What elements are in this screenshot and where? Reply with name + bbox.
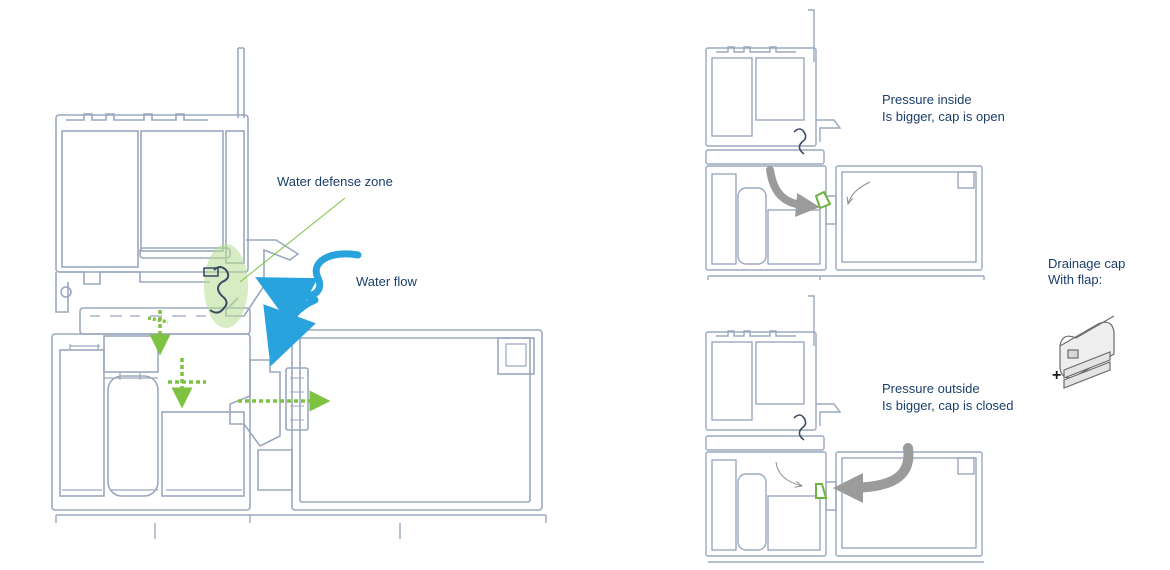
- bead-top-1: [808, 9, 815, 62]
- water-defense-zone-label: Water defense zone: [277, 174, 393, 189]
- pressure-outside-label-line1: Pressure outside: [882, 381, 980, 396]
- pressure-inside-label-line2: Is bigger, cap is open: [882, 109, 1005, 124]
- frame-chamber-4: [103, 335, 159, 373]
- sash-chamber-left: [61, 130, 139, 268]
- pressure-inside-small-arrow: [848, 181, 871, 204]
- frame-outline: [51, 333, 251, 511]
- glazing-bead: [237, 47, 245, 118]
- sill-extension: [291, 329, 543, 511]
- pressure-outside-label-line2: Is bigger, cap is closed: [882, 398, 1014, 413]
- pressure-inside-label-line1: Pressure inside: [882, 92, 972, 107]
- sash-chamber-right: [225, 130, 245, 264]
- sash-top-teeth: [66, 113, 208, 121]
- sash-left-lip: [55, 272, 69, 313]
- pressure-outside-small-arrow: [775, 461, 802, 486]
- glazing-chamber: [140, 130, 224, 252]
- pressure-outside-big-arrow: [833, 443, 914, 503]
- water-defense-zone-highlight: [204, 244, 248, 328]
- frame-chamber-3: [161, 411, 245, 497]
- section-pressure-inside: [705, 9, 985, 280]
- sash-bottom-line: [60, 271, 210, 285]
- pressure-inside-big-arrow: [766, 166, 820, 217]
- drainage-path-arrows: [147, 310, 331, 412]
- drainage-cap-label-line2: With flap:: [1048, 272, 1103, 287]
- flap-closed: [815, 483, 828, 499]
- coupling-piece: [229, 359, 281, 448]
- main-gasket: [209, 266, 230, 314]
- flap-open: [814, 190, 832, 210]
- coupling-bottom: [257, 449, 293, 491]
- water-flow-arrow-lower: [263, 296, 319, 367]
- water-flow-arrow-upper: [255, 250, 362, 328]
- frame-chamber-2: [107, 375, 159, 497]
- section-pressure-outside: [705, 295, 984, 563]
- plus-sign: +: [1052, 367, 1062, 384]
- frame-chamber-1: [59, 349, 105, 497]
- drainage-cap-label-line1: Drainage cap: [1048, 256, 1126, 271]
- water-flow-label: Water flow: [356, 274, 417, 289]
- drainage-cap-illustration: [1059, 315, 1115, 389]
- defense-zone-leader-line: [239, 197, 346, 283]
